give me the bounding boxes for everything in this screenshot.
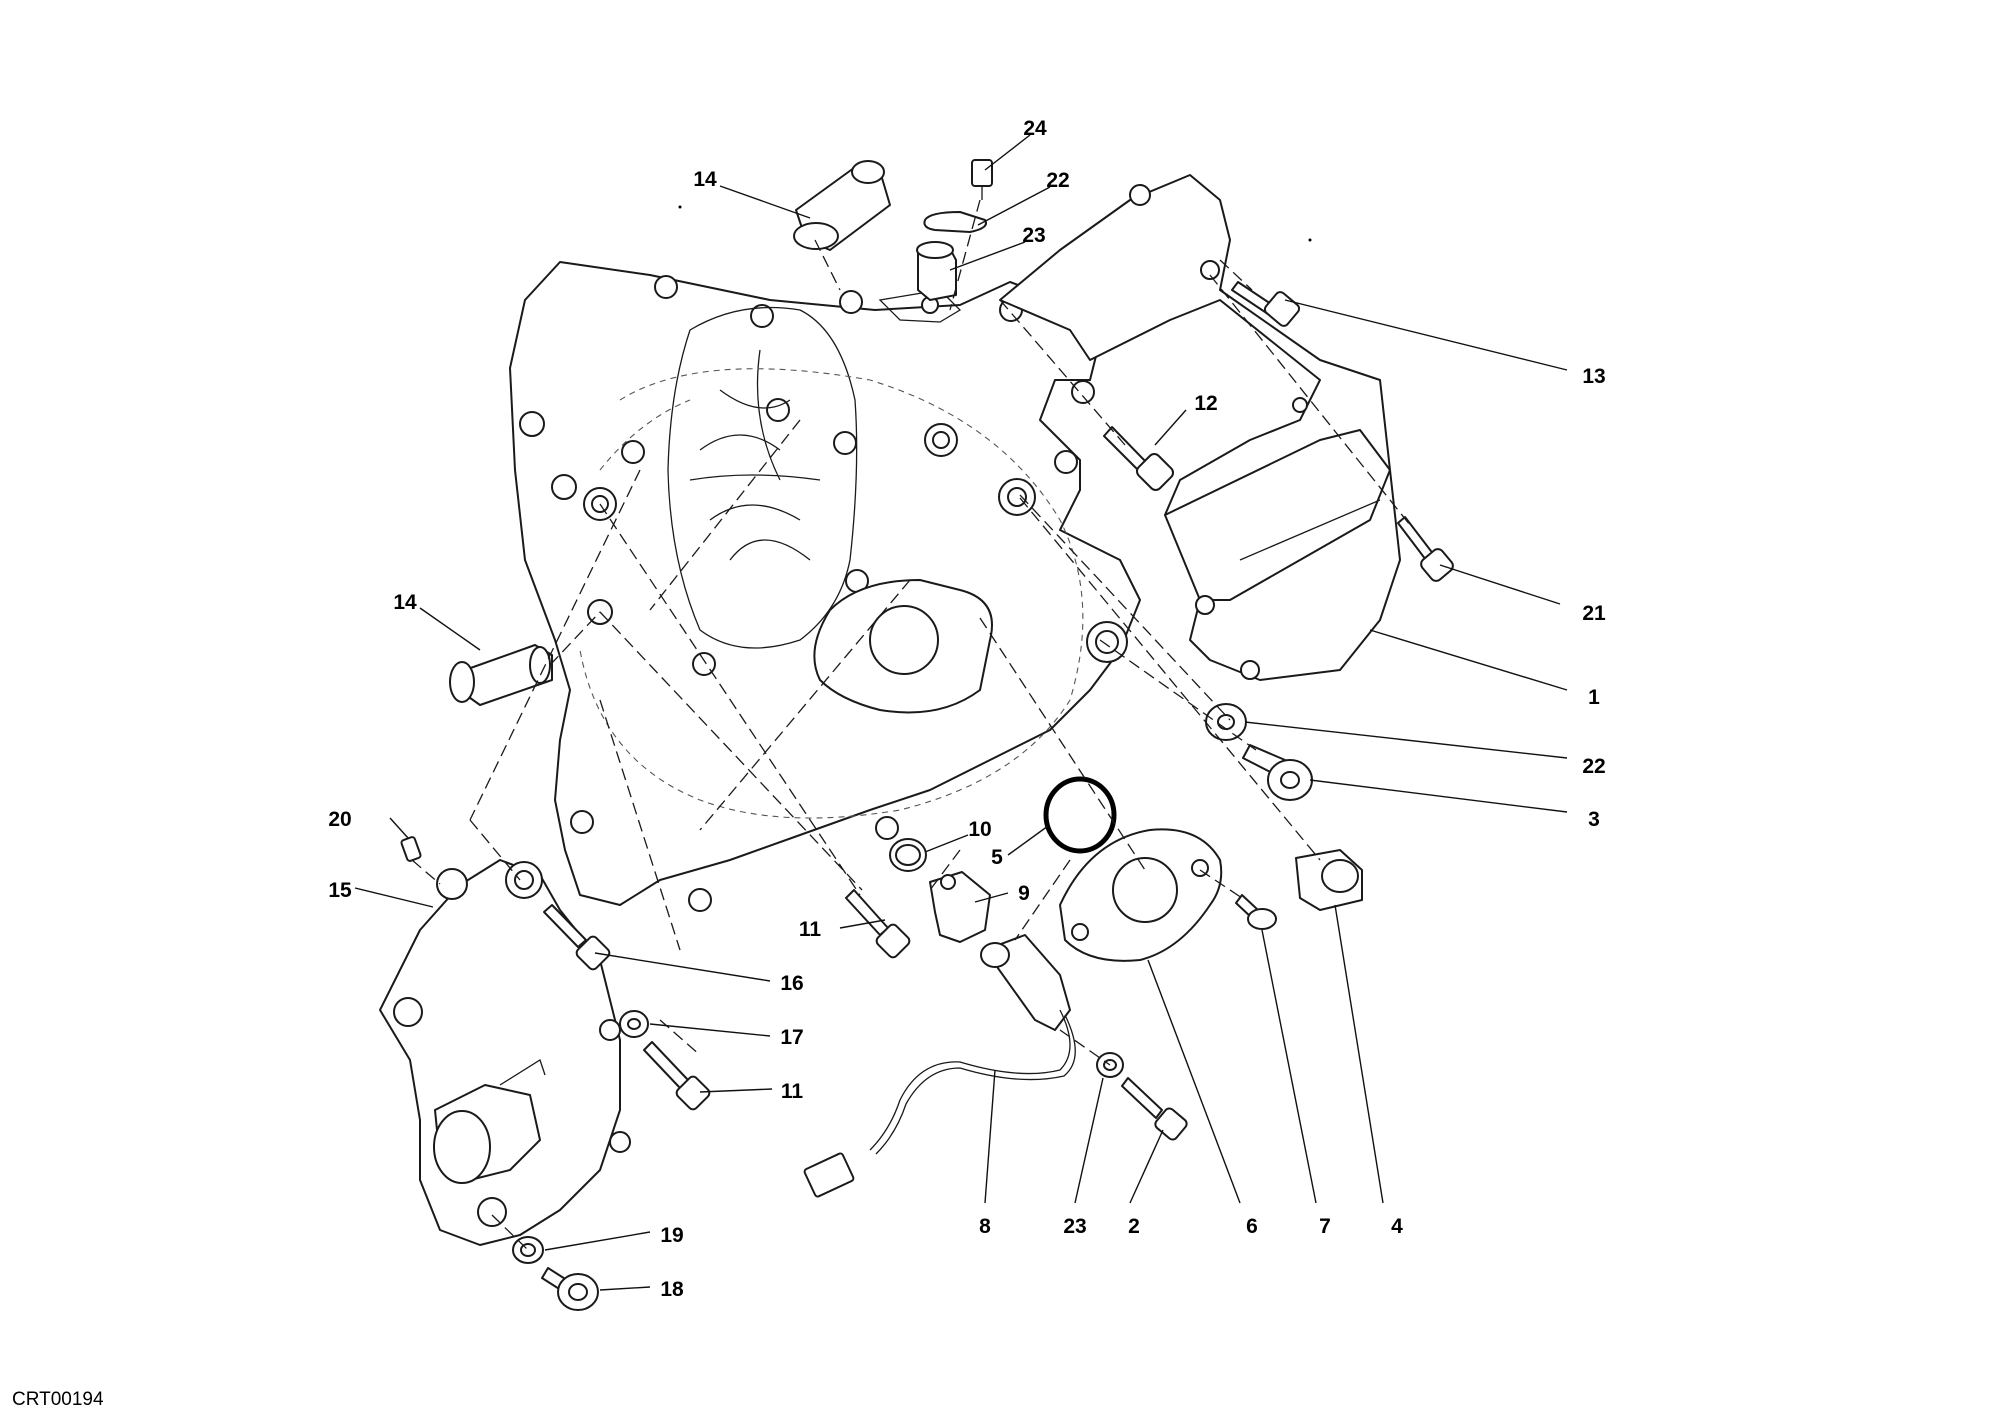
part-7-screw — [1235, 894, 1277, 930]
part-26-screw — [971, 159, 993, 200]
callout-20: 20 — [328, 808, 351, 831]
part-10-ring — [889, 838, 927, 872]
part-11-bolt-center — [845, 889, 911, 959]
callout-23: 23 — [1063, 1215, 1086, 1238]
part-14-plug-top — [793, 160, 891, 251]
part-25-sensor — [916, 241, 957, 301]
callout-7: 7 — [1319, 1215, 1331, 1238]
part-16-bolt — [543, 904, 611, 971]
part-13-bolt — [1231, 281, 1301, 327]
callout-3: 3 — [1588, 808, 1600, 831]
part-1-cover — [999, 174, 1401, 681]
callout-9: 9 — [1018, 882, 1030, 905]
callout-labels: 24 22 23 14 13 12 21 1 22 3 14 20 15 10 … — [328, 117, 1606, 1301]
callout-25: 23 — [1022, 224, 1045, 247]
part-21-bolt — [1397, 516, 1454, 582]
part-22-washer — [1205, 703, 1247, 741]
leader-lines — [354, 134, 1568, 1291]
callout-16: 16 — [780, 972, 803, 995]
part-17-washer — [619, 1010, 649, 1038]
callout-21: 21 — [1582, 602, 1606, 625]
part-11-bolt-left — [643, 1041, 711, 1111]
callout-14-top: 14 — [693, 168, 717, 191]
part-24-clip — [923, 211, 987, 233]
callout-11-center: 11 — [799, 918, 822, 941]
callout-5: 5 — [991, 846, 1003, 869]
part-4-spacer — [1295, 849, 1363, 911]
part-12-bolt — [1103, 426, 1175, 492]
callout-17: 17 — [780, 1026, 803, 1049]
callout-14-left: 14 — [393, 591, 417, 614]
callout-1: 1 — [1588, 686, 1600, 709]
part-18-bolt — [541, 1267, 599, 1311]
part-19-washer — [512, 1236, 544, 1264]
callout-2: 2 — [1128, 1215, 1140, 1238]
part-15-pump-cover — [379, 859, 631, 1246]
assembly-lines — [411, 199, 1411, 1251]
callout-26: 24 — [1023, 117, 1047, 140]
part-3-bolt — [1242, 744, 1313, 801]
crankcase-cover — [509, 261, 1141, 912]
part-5-o-ring — [1043, 776, 1117, 854]
part-14-plug-left — [449, 644, 553, 706]
callout-6: 6 — [1246, 1215, 1258, 1238]
part-8-sensor — [803, 934, 1076, 1198]
callout-11-left: 11 — [781, 1080, 804, 1103]
callout-10: 10 — [968, 818, 991, 841]
callout-12: 12 — [1194, 392, 1217, 415]
callout-4: 4 — [1391, 1215, 1403, 1238]
part-9-bracket — [929, 871, 991, 943]
drawing-reference: CRT00194 — [12, 1389, 104, 1410]
part-20-pin — [400, 836, 422, 862]
callout-19: 19 — [660, 1224, 683, 1247]
callout-8: 8 — [979, 1215, 991, 1238]
callout-22: 22 — [1582, 755, 1605, 778]
callout-24: 22 — [1046, 169, 1069, 192]
callout-13: 13 — [1582, 365, 1605, 388]
callout-18: 18 — [660, 1278, 684, 1301]
part-2-bolt — [1121, 1077, 1188, 1141]
callout-15: 15 — [328, 879, 352, 902]
